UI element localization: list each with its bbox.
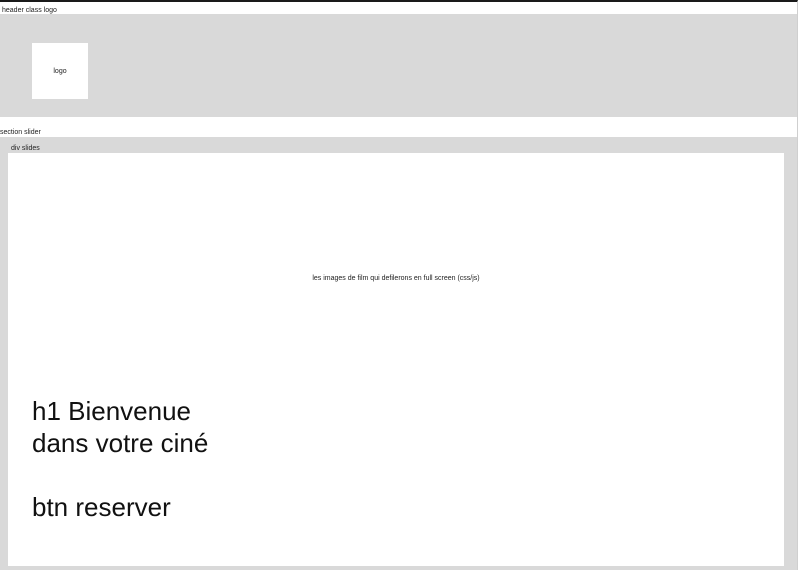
hero-title: h1 Bienvenue dans votre ciné [32, 395, 208, 459]
hero-title-line-2: dans votre ciné [32, 428, 209, 458]
slides-container: les images de film qui defilerons en ful… [8, 153, 784, 566]
slider-section: div slides les images de film qui defile… [0, 137, 797, 570]
header-annotation: header class logo [2, 7, 57, 14]
slides-caption: les images de film qui defilerons en ful… [312, 275, 480, 282]
slider-section-annotation: section slider [0, 129, 41, 136]
site-header: logo [0, 14, 797, 117]
slides-annotation: div slides [11, 145, 40, 152]
logo[interactable]: logo [32, 43, 88, 99]
reserve-button[interactable]: btn reserver [32, 492, 171, 522]
hero-title-line-1: h1 Bienvenue [32, 396, 192, 426]
logo-text: logo [53, 67, 67, 75]
